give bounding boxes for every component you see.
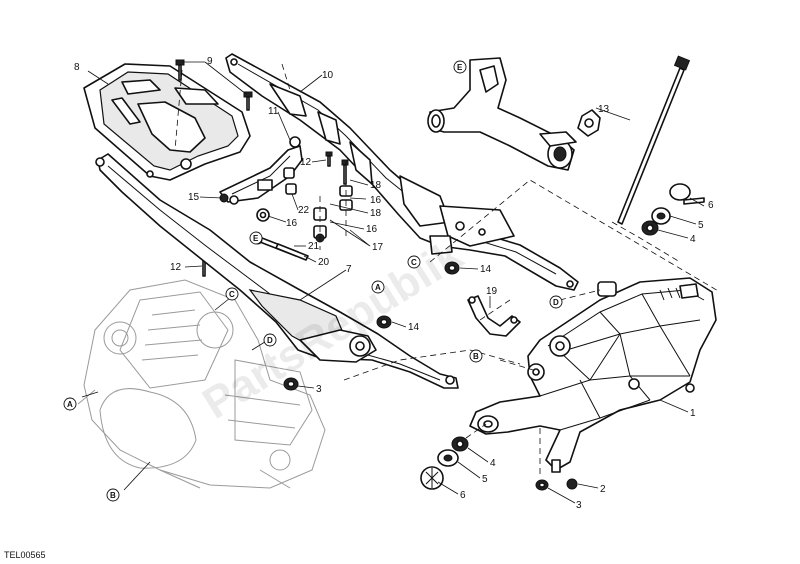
callout-3: 3 — [316, 384, 322, 395]
diagram-code: TEL00565 — [4, 550, 46, 560]
callout-19: 19 — [486, 286, 498, 297]
callout-16: 16 — [366, 224, 378, 235]
callout-20: 20 — [318, 257, 330, 268]
assembly-dashed-lines — [281, 63, 721, 478]
svg-text:B: B — [110, 491, 116, 500]
callout-14: 14 — [480, 264, 492, 275]
callout-8: 8 — [74, 62, 80, 73]
ref-c-mid: C — [407, 255, 421, 269]
ref-d-engine: D — [263, 333, 277, 347]
part-7-lower-subframe — [95, 153, 459, 389]
ref-c-engine: C — [225, 287, 239, 301]
callout-17: 17 — [372, 242, 384, 253]
leader-lines — [81, 61, 705, 504]
part-19-clamp — [467, 295, 521, 337]
part-10-upper-subframe — [225, 53, 579, 291]
callout-14: 14 — [408, 322, 420, 333]
engine-outline — [77, 279, 326, 489]
callout-5: 5 — [482, 474, 488, 485]
callout-3: 3 — [576, 500, 582, 511]
svg-text:A: A — [375, 283, 381, 292]
reference-markers: A A B B C C D D — [63, 60, 563, 502]
svg-text:A: A — [67, 400, 73, 409]
callout-13: 13 — [598, 104, 610, 115]
part-2-3-lower-fittings — [535, 459, 578, 491]
svg-text:E: E — [457, 63, 463, 72]
part-14-grommets — [376, 261, 460, 329]
callout-16: 16 — [286, 218, 298, 229]
callout-12: 12 — [170, 262, 182, 273]
svg-text:C: C — [411, 258, 417, 267]
callout-18: 18 — [370, 208, 382, 219]
callout-4: 4 — [490, 458, 496, 469]
callout-labels: 1 2 3 3 4 4 5 5 6 6 7 8 9 10 11 12 12 13… — [74, 56, 714, 511]
ref-a-upper: A — [371, 280, 385, 294]
callout-12: 12 — [300, 157, 312, 168]
ref-b-right: B — [469, 349, 483, 363]
callout-6: 6 — [708, 200, 714, 211]
ref-a-lower: A — [63, 397, 77, 411]
ref-e-left: E — [249, 231, 263, 245]
callout-7: 7 — [346, 264, 352, 275]
callout-1: 1 — [690, 408, 696, 419]
svg-text:B: B — [473, 352, 479, 361]
part-4-5-6-right-stack — [641, 183, 705, 236]
part-9-screws — [175, 59, 253, 111]
callout-5: 5 — [698, 220, 704, 231]
part-16-18-22-mounts — [283, 151, 353, 250]
callout-4: 4 — [690, 234, 696, 245]
callout-10: 10 — [322, 70, 334, 81]
svg-text:C: C — [229, 290, 235, 299]
part-3-spacer-upper — [283, 377, 299, 391]
svg-text:D: D — [267, 336, 273, 345]
callout-16: 16 — [370, 195, 382, 206]
ref-b-bottom: B — [106, 488, 120, 502]
svg-text:D: D — [553, 298, 559, 307]
callout-21: 21 — [308, 241, 320, 252]
callout-11: 11 — [268, 106, 279, 117]
callout-15: 15 — [188, 192, 200, 203]
callout-9: 9 — [207, 56, 213, 67]
part-e-tube — [427, 57, 601, 171]
ref-d-right: D — [549, 295, 563, 309]
ref-e-top: E — [453, 60, 467, 74]
part-4-5-6-bottom-stack — [420, 436, 469, 490]
part-8-seat-carrier — [83, 63, 251, 181]
callout-22: 22 — [298, 205, 310, 216]
svg-text:E: E — [253, 234, 259, 243]
part-15-bracket — [219, 136, 303, 222]
callout-6: 6 — [460, 490, 466, 501]
part-1-main-frame — [469, 277, 717, 471]
callout-18: 18 — [370, 180, 382, 191]
callout-2: 2 — [600, 484, 606, 495]
part-13-rod — [617, 55, 691, 225]
